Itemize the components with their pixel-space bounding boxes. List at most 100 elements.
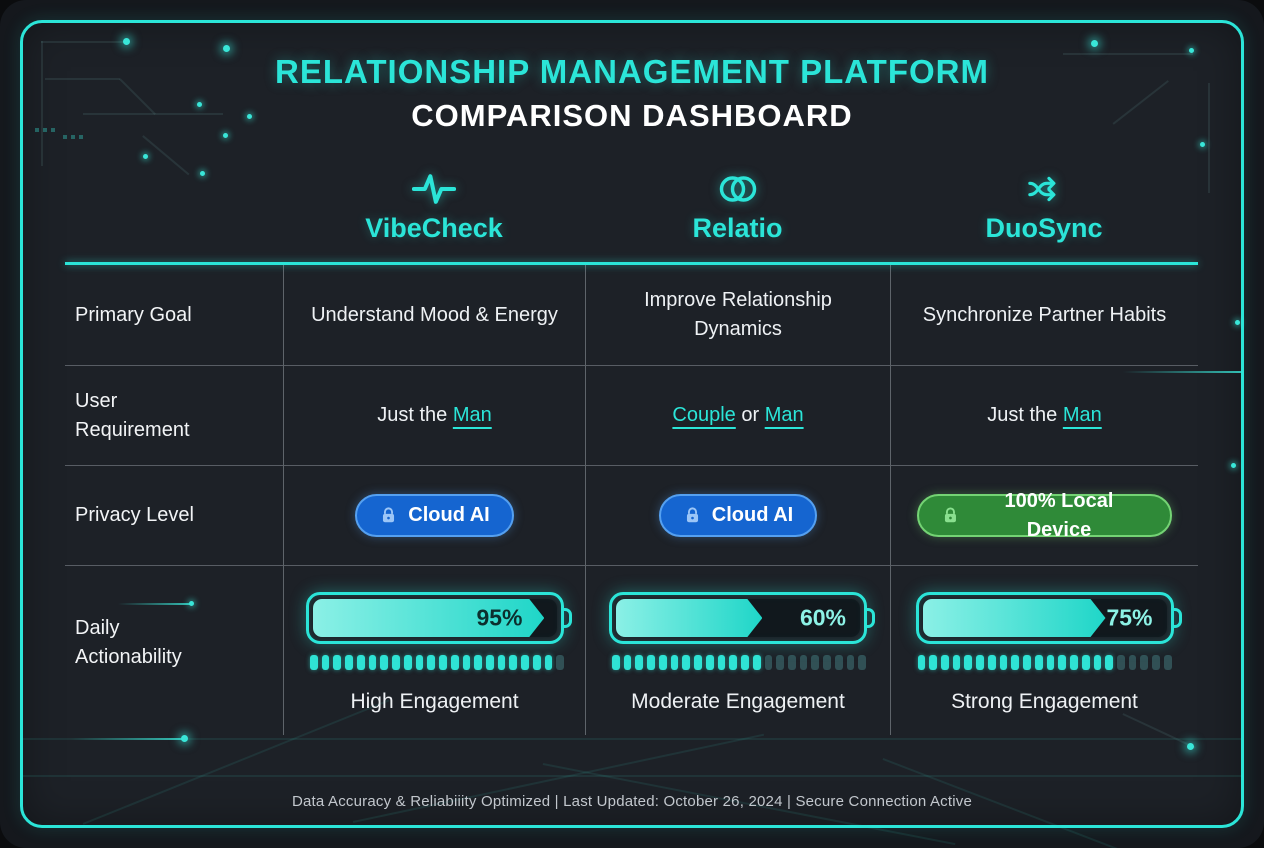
status-footer: Data Accuracy & Reliabiiity Optimized | … <box>291 793 973 810</box>
circuit-dot <box>1091 40 1098 47</box>
gauge-segment <box>1152 655 1160 670</box>
gauge-segment <box>1034 655 1043 670</box>
circuit-square-dot <box>71 135 75 139</box>
battery-track: 75% <box>922 599 1167 637</box>
cell-text: or <box>735 404 765 426</box>
gauge-segment <box>846 655 855 670</box>
battery-track: 95% <box>312 599 557 637</box>
linked-rings-icon <box>716 169 760 209</box>
gauge-segment <box>764 655 773 670</box>
cell-primary-goal-vibecheck: Understand Mood & Energy <box>283 265 585 365</box>
badge-label: Cloud AI <box>711 504 794 526</box>
gauge-segment <box>1046 655 1055 670</box>
gauge-segment <box>450 655 459 670</box>
gauge-segment <box>486 655 494 670</box>
gauge-segment <box>556 655 565 670</box>
gauge-duosync: 75% Strong Engagement <box>890 565 1198 735</box>
cell-text: Just the Man <box>377 401 492 430</box>
man-link[interactable]: Man <box>764 404 804 426</box>
battery-gauge: 60% <box>609 592 875 644</box>
perspective-grid-line <box>23 775 1241 777</box>
gauge-segment <box>439 655 447 670</box>
segment-strip <box>917 655 1172 670</box>
activity-pulse-icon <box>412 169 456 209</box>
gauge-segment <box>729 655 738 670</box>
engagement-label: Moderate Engagement <box>631 690 845 713</box>
title-line-2: COMPARISON DASHBOARD <box>411 98 853 133</box>
battery-fill <box>616 599 762 637</box>
cell-text: Improve Relationship Dynamics <box>644 289 832 340</box>
gauge-segment <box>310 655 318 670</box>
gauge-segment <box>532 655 541 670</box>
man-link[interactable]: Man <box>1062 404 1102 426</box>
gauge-segment <box>415 655 424 670</box>
circuit-trace <box>41 41 126 43</box>
gauge-segment <box>521 655 529 670</box>
circuit-square-dot <box>79 135 83 139</box>
title-line-1: RELATIONSHIP MANAGEMENT PLATFORM <box>275 53 989 90</box>
cell-text: Just the Man <box>987 401 1102 430</box>
gauge-segment <box>1081 655 1090 670</box>
battery-nub <box>563 608 572 628</box>
gauge-segment <box>497 655 506 670</box>
gauge-segment <box>380 655 389 670</box>
circuit-dot <box>1187 743 1194 750</box>
page-title: RELATIONSHIP MANAGEMENT PLATFORM COMPARI… <box>23 53 1241 134</box>
row-label-text: Privacy Level <box>75 504 194 526</box>
gauge-segment <box>682 655 691 670</box>
percent-label: 75% <box>1106 604 1153 631</box>
gauge-segment <box>788 655 796 670</box>
cell-privacy-relatio: Cloud AI <box>585 465 890 565</box>
gauge-segment <box>1093 655 1102 670</box>
gauge-segment <box>544 655 553 670</box>
battery-nub <box>867 608 875 628</box>
gauge-segment <box>694 655 702 670</box>
perspective-grid-line <box>23 738 1241 740</box>
couple-link[interactable]: Couple <box>672 404 736 426</box>
row-label-primary-goal: Primary Goal <box>65 265 283 365</box>
gauge-vibecheck: 95% High Engagement <box>283 565 585 735</box>
gauge-segment <box>356 655 365 670</box>
gauge-segment <box>799 655 808 670</box>
cell-text: Understand Mood & Energy <box>311 303 558 326</box>
badge-label: 100% Local Device <box>1004 489 1114 541</box>
cell-text: Couple or Man <box>672 401 803 430</box>
battery-track: 60% <box>616 599 860 637</box>
badge-label: Cloud AI <box>408 504 490 526</box>
man-link[interactable]: Man <box>452 404 492 426</box>
battery-nub <box>1173 608 1182 628</box>
gauge-segment <box>392 655 400 670</box>
gauge-segment <box>858 655 867 670</box>
cell-text: Just the <box>377 404 453 426</box>
platform-header-row: VibeCheck Relatio <box>65 163 1198 244</box>
gauge-segment <box>752 655 761 670</box>
row-label-user-requirement: User Requirement <box>65 365 283 465</box>
cell-privacy-vibecheck: Cloud AI <box>283 465 585 565</box>
gauge-segment <box>929 655 937 670</box>
engagement-label: High Engagement <box>350 690 519 713</box>
gauge-segment <box>321 655 330 670</box>
circuit-dot <box>1235 320 1240 325</box>
gauge-segment <box>1140 655 1149 670</box>
header-underline <box>65 262 1198 265</box>
gauge-segment <box>811 655 820 670</box>
gauge-segment <box>462 655 471 670</box>
gauge-segment <box>658 655 667 670</box>
cell-user-requirement-relatio: Couple or Man <box>585 365 890 465</box>
gauge-segment <box>741 655 749 670</box>
gauge-segment <box>635 655 644 670</box>
platform-header-duosync: DuoSync <box>890 163 1198 244</box>
row-label-text: Primary Goal <box>75 303 192 326</box>
glow-streak <box>71 738 183 740</box>
cell-text: Just the <box>987 404 1063 426</box>
gauge-segment <box>1023 655 1031 670</box>
gauge-segment <box>999 655 1008 670</box>
circuit-dot <box>1200 142 1205 147</box>
gauge-segment <box>964 655 973 670</box>
circuit-dot <box>123 38 130 45</box>
lock-icon <box>383 507 395 523</box>
row-label-text: Daily Actionability <box>75 617 182 668</box>
gauge-segment <box>952 655 961 670</box>
gauge-segment <box>1105 655 1113 670</box>
percent-label: 95% <box>476 604 523 631</box>
